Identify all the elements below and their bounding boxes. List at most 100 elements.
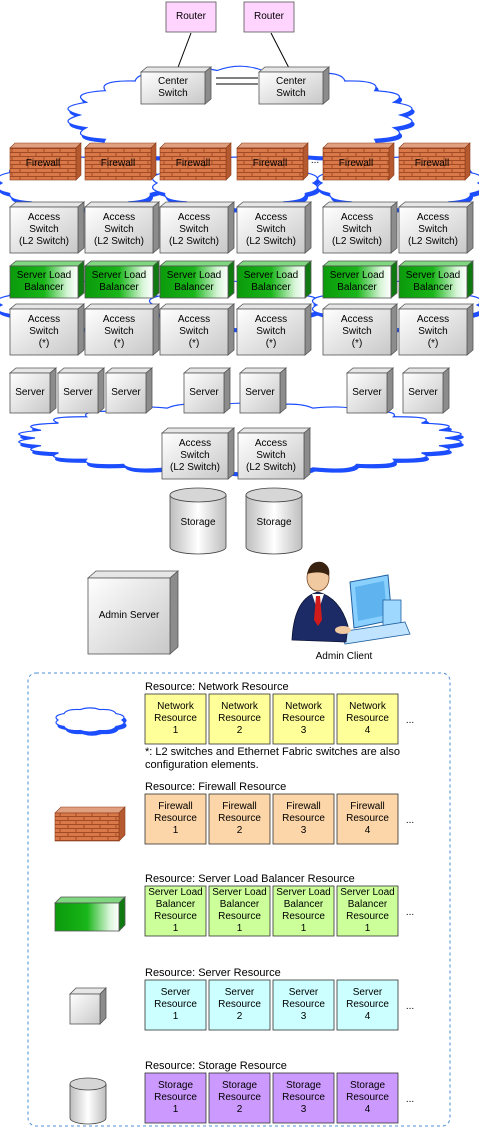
server-2-label: Server [63,387,93,398]
firewall-5 [322,142,395,181]
access-switch-l2-2 [83,201,161,254]
server-7 [401,367,451,414]
legend-storage-title: Resource: Storage Resource [145,1059,287,1072]
center-switch-2 [257,66,331,105]
legend-storage-resource-2 [208,1072,271,1124]
legend-server-resource-1 [144,979,207,1031]
firewall-1-label: Firewall [25,158,61,169]
server-5-label: Server [245,387,275,398]
slb-5 [321,260,399,299]
router-1-label: Router [175,11,206,22]
box-icon [69,987,107,1025]
server-1 [8,367,58,414]
server-1-label: Server [15,387,45,398]
firewall-5-label: Firewall [338,158,374,169]
slb-3 [158,260,236,299]
firewall-4 [236,142,309,181]
storage-access-switch-2 [236,427,312,480]
router-1 [165,1,217,33]
legend-network-note: *: L2 switches and Ethernet Fabric switc… [145,746,400,771]
access-switch-l2-3 [158,201,236,254]
firewall-4-label: Firewall [252,158,288,169]
server-3 [104,367,154,414]
slb-6 [397,260,475,299]
access-switch-star-6 [397,303,475,356]
legend-firewall-resource-4 [336,793,399,845]
slb-2 [83,260,161,299]
access-switch-star-5 [321,303,399,356]
access-switch-l2-5 [321,201,399,254]
legend-network-ellipsis: ... [405,715,415,726]
legend-server-resource-3 [272,979,335,1031]
green-box-icon [54,896,126,932]
server-3-label: Server [111,387,141,398]
storage-1 [169,487,227,555]
access-switch-star-2 [83,303,161,356]
access-switch-star-3 [158,303,236,356]
legend-storage-resource-3 [272,1072,335,1124]
legend-firewall-resource-2 [208,793,271,845]
admin-server [86,570,180,655]
legend-storage-resource-1 [144,1072,207,1124]
brick-wall-icon [54,806,126,842]
firewall-ellipsis: ... [310,155,320,166]
legend-server-resource-2 [208,979,271,1031]
access-switch-l2-6 [397,201,475,254]
admin-server-label: Admin Server [98,610,160,621]
legend-server-title: Resource: Server Resource [145,966,281,979]
legend-server-resource-4 [336,979,399,1031]
server-6-label: Server [352,387,382,398]
slb-4 [235,260,313,299]
legend-storage-ellipsis: ... [405,1094,415,1105]
legend-firewall-ellipsis: ... [405,815,415,826]
firewall-2 [84,142,157,181]
access-switch-l2-1 [8,201,86,254]
legend-slb-ellipsis: ... [405,907,415,918]
access-switch-star-1 [8,303,86,356]
firewall-6-label: Firewall [414,158,450,169]
cloud-icon [55,707,125,733]
person-at-computer-icon [291,561,411,645]
router-2-label: Router [253,11,284,22]
slb-1 [8,260,86,299]
legend-slb-resource-1 [144,885,207,937]
firewall-3-label: Firewall [175,158,211,169]
admin-client-label: Admin Client [315,651,373,662]
legend-network-resource-2 [208,693,271,745]
legend-network-resource-3 [272,693,335,745]
legend-slb-title: Resource: Server Load Balancer Resource [145,872,355,885]
server-7-label: Server [408,387,438,398]
legend-firewall-title: Resource: Firewall Resource [145,780,287,793]
legend-slb-resource-4 [336,885,399,937]
storage-2-label: Storage [256,517,292,528]
legend-firewall-resource-1 [144,793,207,845]
